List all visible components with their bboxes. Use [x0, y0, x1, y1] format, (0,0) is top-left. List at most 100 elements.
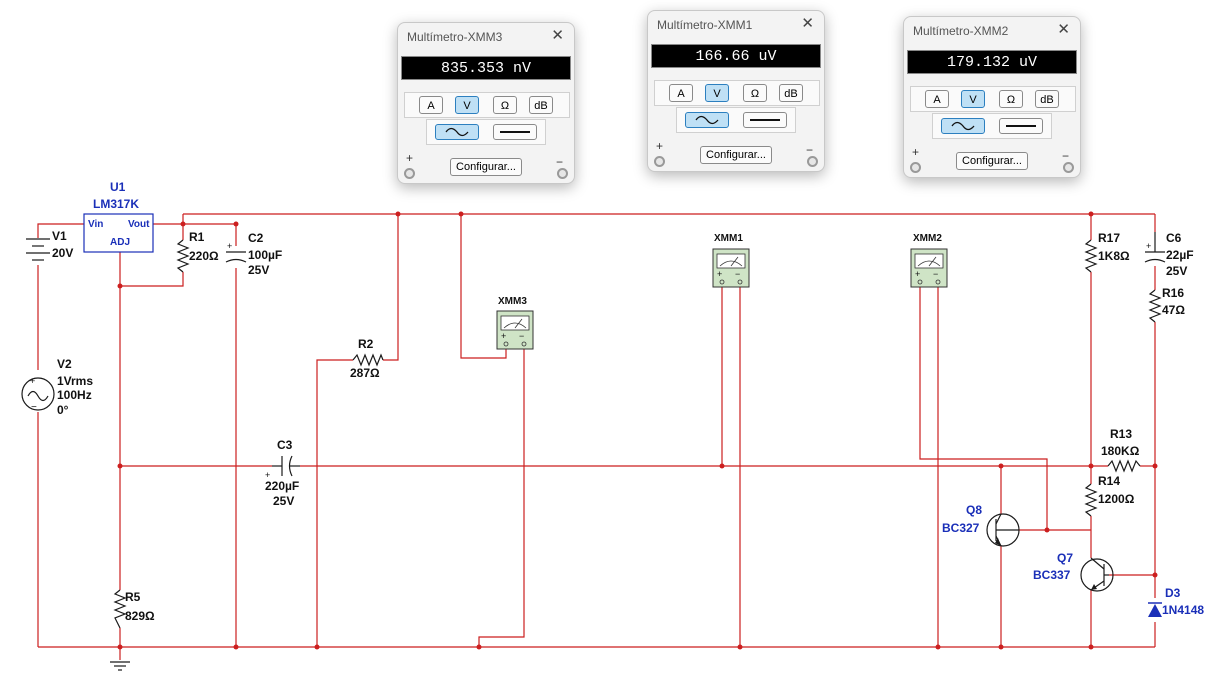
configure-button[interactable]: Configurar...: [956, 152, 1028, 170]
negative-terminal[interactable]: [1063, 162, 1074, 173]
decibel-mode-button[interactable]: dB: [529, 96, 553, 114]
r1-value-label: 220Ω: [189, 249, 219, 263]
q7-value-label: BC337: [1033, 568, 1071, 582]
negative-terminal-label: −: [1061, 149, 1069, 163]
transistor-q8[interactable]: Q8 BC327: [942, 503, 1020, 547]
u1-pin-vin: Vin: [88, 219, 103, 230]
regulator-u1[interactable]: U1 LM317K Vin Vout ADJ: [83, 180, 154, 253]
c3-value-label: 220µF: [265, 479, 299, 493]
dc-source-v1[interactable]: V1 20V: [26, 229, 73, 261]
sine-wave-icon: [951, 121, 975, 131]
v2-frequency-label: 100Hz: [57, 388, 92, 402]
svg-text:+: +: [915, 269, 920, 279]
close-icon[interactable]: ✕: [1057, 21, 1070, 38]
panel-title: Multímetro-XMM2: [913, 24, 1009, 38]
decibel-mode-button[interactable]: dB: [1035, 90, 1059, 108]
negative-terminal-label: −: [805, 143, 813, 157]
resistor-r17[interactable]: R17 1K8Ω: [1084, 231, 1130, 273]
ac-mode-button[interactable]: [685, 112, 729, 128]
configure-button[interactable]: Configurar...: [450, 158, 522, 176]
ohmmeter-mode-button[interactable]: Ω: [743, 84, 767, 102]
close-icon[interactable]: ✕: [551, 27, 564, 44]
resistor-r2[interactable]: R2 287Ω: [350, 337, 384, 380]
transistor-q7[interactable]: Q7 BC337: [1033, 551, 1114, 592]
negative-terminal[interactable]: [557, 168, 568, 179]
positive-terminal[interactable]: [654, 156, 665, 167]
v1-value-label: 20V: [52, 246, 73, 260]
v1-ref-label: V1: [52, 229, 67, 243]
r16-value-label: 47Ω: [1162, 303, 1185, 317]
r1-ref-label: R1: [189, 230, 205, 244]
positive-terminal[interactable]: [404, 168, 415, 179]
r17-value-label: 1K8Ω: [1098, 249, 1130, 263]
ac-mode-button[interactable]: [435, 124, 479, 140]
diode-d3[interactable]: D3 1N4148: [1148, 586, 1204, 617]
positive-terminal-label: +: [912, 145, 920, 159]
resistor-r14[interactable]: R14 1200Ω: [1084, 474, 1135, 517]
r16-ref-label: R16: [1162, 286, 1184, 300]
svg-text:+: +: [30, 376, 35, 386]
voltmeter-mode-button[interactable]: V: [705, 84, 729, 102]
decibel-mode-button[interactable]: dB: [779, 84, 803, 102]
r13-value-label: 180KΩ: [1101, 444, 1140, 458]
multimeter-xmm3-symbol[interactable]: + − XMM3: [496, 296, 534, 350]
resistor-r16[interactable]: R16 47Ω: [1148, 286, 1185, 323]
d3-ref-label: D3: [1165, 586, 1181, 600]
meter-reading-display: 179.132 uV: [907, 50, 1077, 74]
close-icon[interactable]: ✕: [801, 15, 814, 32]
ohmmeter-mode-button[interactable]: Ω: [999, 90, 1023, 108]
capacitor-c3[interactable]: + C3 220µF 25V: [265, 438, 300, 508]
positive-terminal[interactable]: [910, 162, 921, 173]
signal-type-group: [676, 107, 796, 133]
svg-text:+: +: [265, 470, 270, 480]
voltmeter-mode-button[interactable]: V: [961, 90, 985, 108]
v2-amplitude-label: 1Vrms: [57, 374, 93, 388]
ac-mode-button[interactable]: [941, 118, 985, 134]
c6-value-label: 22µF: [1166, 248, 1194, 262]
c6-ref-label: C6: [1166, 231, 1182, 245]
dc-mode-button[interactable]: [743, 112, 787, 128]
dc-line-icon: [750, 119, 780, 121]
u1-ref-label: U1: [110, 180, 126, 194]
resistor-r13[interactable]: R13 180KΩ: [1101, 427, 1141, 473]
c3-ref-label: C3: [277, 438, 293, 452]
multimeter-xmm1-symbol[interactable]: + − XMM1: [712, 233, 750, 288]
svg-text:+: +: [227, 241, 232, 251]
multimeter-panel-xmm1[interactable]: Multímetro-XMM1 ✕ 166.66 uV A V Ω dB + −…: [647, 10, 825, 172]
u1-value-label: LM317K: [93, 197, 139, 211]
ground-icon: [110, 661, 130, 671]
multimeter-panel-xmm3[interactable]: Multímetro-XMM3 ✕ 835.353 nV A V Ω dB + …: [397, 22, 575, 184]
ammeter-mode-button[interactable]: A: [669, 84, 693, 102]
ohmmeter-mode-button[interactable]: Ω: [493, 96, 517, 114]
q7-ref-label: Q7: [1057, 551, 1073, 565]
dc-line-icon: [500, 131, 530, 133]
resistor-r5[interactable]: R5 829Ω: [113, 589, 155, 629]
ammeter-mode-button[interactable]: A: [925, 90, 949, 108]
xmm2-ref-label: XMM2: [913, 233, 942, 244]
voltmeter-mode-button[interactable]: V: [455, 96, 479, 114]
capacitor-c6[interactable]: + C6 22µF 25V: [1144, 231, 1194, 278]
ammeter-mode-button[interactable]: A: [419, 96, 443, 114]
meter-reading-display: 835.353 nV: [401, 56, 571, 80]
xmm3-ref-label: XMM3: [498, 296, 527, 307]
capacitor-c2[interactable]: + C2 100µF 25V: [225, 231, 282, 277]
svg-text:+: +: [501, 331, 506, 341]
dc-mode-button[interactable]: [493, 124, 537, 140]
negative-terminal[interactable]: [807, 156, 818, 167]
dc-mode-button[interactable]: [999, 118, 1043, 134]
r17-ref-label: R17: [1098, 231, 1120, 245]
panel-title: Multímetro-XMM1: [657, 18, 753, 32]
dc-line-icon: [1006, 125, 1036, 127]
configure-button[interactable]: Configurar...: [700, 146, 772, 164]
multimeter-xmm2-symbol[interactable]: + − XMM2: [910, 233, 948, 288]
resistor-r1[interactable]: R1 220Ω: [176, 230, 219, 273]
meter-reading-display: 166.66 uV: [651, 44, 821, 68]
signal-type-group: [932, 113, 1052, 139]
panel-title: Multímetro-XMM3: [407, 30, 503, 44]
multimeter-panel-xmm2[interactable]: Multímetro-XMM2 ✕ 179.132 uV A V Ω dB + …: [903, 16, 1081, 178]
svg-text:−: −: [933, 269, 938, 279]
ac-source-v2[interactable]: + − V2 1Vrms 100Hz 0°: [21, 357, 93, 417]
c3-rating-label: 25V: [273, 494, 294, 508]
svg-text:−: −: [519, 331, 524, 341]
